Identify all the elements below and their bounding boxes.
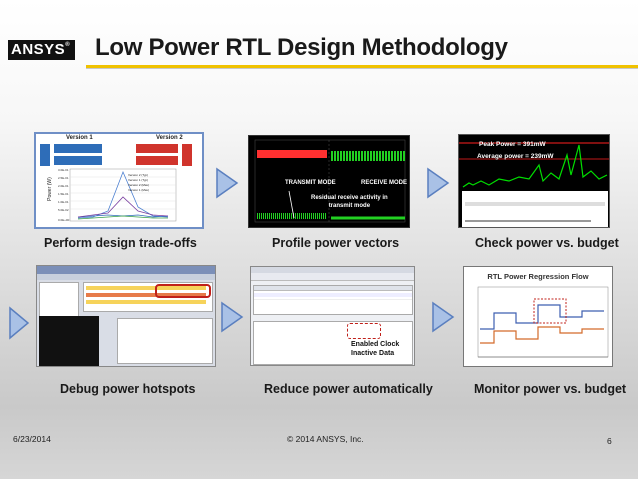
regression-flow-title: RTL Power Regression Flow bbox=[487, 272, 589, 281]
y-tick: 2.0E-01 bbox=[58, 184, 69, 188]
caption-reduce-power: Reduce power automatically bbox=[264, 382, 433, 396]
details-table bbox=[253, 321, 413, 365]
page-title: Low Power RTL Design Methodology bbox=[95, 34, 508, 61]
power-budget-plot: Peak Power = 391mW Average power = 239mW bbox=[458, 134, 610, 228]
block-diagram-v1-row1 bbox=[54, 144, 102, 153]
window-titlebar bbox=[37, 266, 215, 274]
waveform-plot bbox=[254, 139, 406, 223]
hotspot-highlight bbox=[155, 284, 211, 298]
footer-copyright: © 2014 ANSYS, Inc. bbox=[287, 434, 364, 444]
caption-profile-vectors: Profile power vectors bbox=[272, 236, 400, 250]
block-diagram-v2-out bbox=[182, 144, 192, 166]
arrow-right-icon bbox=[221, 301, 244, 333]
version2-label: Version 2 bbox=[156, 135, 183, 141]
title-underline bbox=[86, 65, 638, 68]
y-tick: 1.5E-01 bbox=[58, 192, 69, 196]
series-line bbox=[77, 196, 169, 218]
note-line: transmit mode bbox=[328, 203, 371, 209]
legend-entry: Version 2 (Max) bbox=[128, 183, 149, 187]
caption-check-power: Check power vs. budget bbox=[475, 236, 619, 250]
block-diagram-v2-row2 bbox=[136, 156, 178, 165]
arrow-right-icon bbox=[427, 167, 450, 199]
layout-view bbox=[39, 316, 99, 366]
legend-entry: Version 1 (Typ) bbox=[128, 178, 148, 182]
source-pane bbox=[83, 282, 213, 312]
average-power-label: Average power = 239mW bbox=[477, 153, 554, 160]
caption-design-tradeoffs: Perform design trade-offs bbox=[44, 236, 197, 250]
window-toolbar bbox=[37, 274, 215, 280]
details-window bbox=[117, 318, 213, 364]
receive-mode-label: RECEIVE MODE bbox=[361, 180, 408, 186]
callout-line: Inactive Data bbox=[351, 350, 395, 357]
callout-line: Enabled Clock bbox=[351, 341, 400, 348]
y-tick: 5.0E-02 bbox=[58, 208, 69, 212]
arrow-right-icon bbox=[216, 167, 239, 199]
version1-label: Version 1 bbox=[66, 135, 93, 141]
menu-bar bbox=[251, 267, 414, 273]
regression-plot bbox=[477, 286, 609, 358]
arrow-right-icon bbox=[9, 306, 30, 340]
power-trace bbox=[459, 142, 609, 188]
block-diagram-v2-row1 bbox=[136, 144, 178, 153]
clock-gate-highlight bbox=[347, 323, 381, 339]
footer-date: 6/23/2014 bbox=[13, 434, 51, 444]
toolbar bbox=[251, 273, 414, 281]
design-tradeoffs-screenshot: Version 1 Version 2 Power (W) 3.0E-01 2.… bbox=[34, 132, 204, 229]
enabled-clock-callout: Enabled Clock Inactive Data bbox=[351, 340, 399, 358]
ansys-logo: ANSYS® bbox=[8, 40, 75, 60]
tradeoff-chart: 3.0E-01 2.5E-01 2.0E-01 1.5E-01 1.0E-01 … bbox=[58, 168, 177, 222]
caption-debug-hotspots: Debug power hotspots bbox=[60, 382, 196, 396]
legend-entry: Version 2 (Typ) bbox=[128, 173, 148, 177]
note-line: Residual receive activity in bbox=[311, 195, 388, 201]
series-line bbox=[77, 215, 168, 220]
results-table bbox=[253, 285, 413, 315]
y-tick: 2.5E-01 bbox=[58, 176, 69, 180]
title-underline-shadow bbox=[86, 68, 638, 69]
series-line bbox=[77, 170, 169, 219]
debug-hotspots-screenshot bbox=[36, 265, 216, 367]
residual-activity-note: Residual receive activity in transmit mo… bbox=[311, 194, 388, 210]
logo-text: ANSYS bbox=[11, 41, 66, 58]
block-diagram-v1-row2 bbox=[54, 156, 102, 165]
logo-registered-mark: ® bbox=[65, 42, 71, 48]
y-tick: 1.0E-01 bbox=[58, 200, 69, 204]
legend-entry: Version 1 (Max) bbox=[128, 188, 149, 192]
y-tick: 3.0E-01 bbox=[58, 168, 69, 172]
regression-flow-chart: RTL Power Regression Flow bbox=[463, 266, 613, 367]
block-diagram-v1 bbox=[40, 144, 50, 166]
arrow-right-icon bbox=[432, 301, 455, 333]
transmit-mode-label: TRANSMIT MODE bbox=[285, 180, 336, 186]
power-summary-table bbox=[462, 191, 608, 227]
power-axis-label: Power (W) bbox=[46, 177, 53, 201]
page-number: 6 bbox=[607, 436, 612, 446]
peak-power-label: Peak Power = 391mW bbox=[479, 141, 546, 148]
reduce-power-screenshot: Enabled Clock Inactive Data bbox=[250, 266, 415, 366]
power-vectors-waveform: TRANSMIT MODE RECEIVE MODE Residual rece… bbox=[248, 135, 410, 228]
y-tick: 0.0E+00 bbox=[58, 218, 70, 222]
caption-monitor-power: Monitor power vs. budget bbox=[474, 382, 627, 396]
